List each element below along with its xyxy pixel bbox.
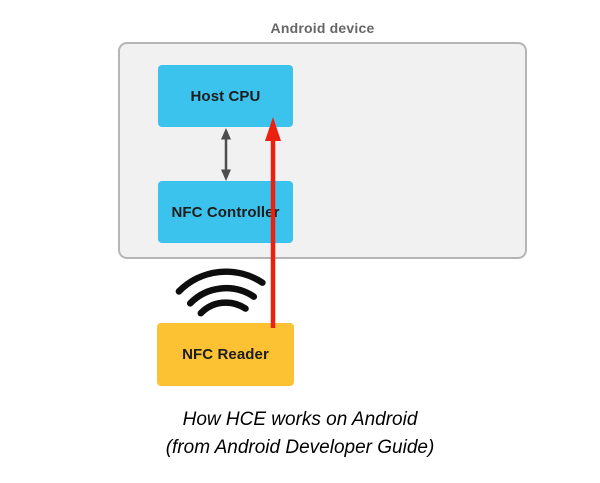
nfc-reader-node: NFC Reader <box>157 323 294 386</box>
android-device-label: Android device <box>270 20 375 36</box>
nfc-controller-node: NFC Controller <box>158 181 293 243</box>
wifi-signal-icon <box>175 268 266 317</box>
caption-line-1: How HCE works on Android <box>182 409 418 430</box>
caption-line-2: (from Android Developer Guide) <box>165 437 435 458</box>
host-cpu-node: Host CPU <box>158 65 293 127</box>
figure-caption: How HCE works on Android (from Android D… <box>0 406 600 462</box>
